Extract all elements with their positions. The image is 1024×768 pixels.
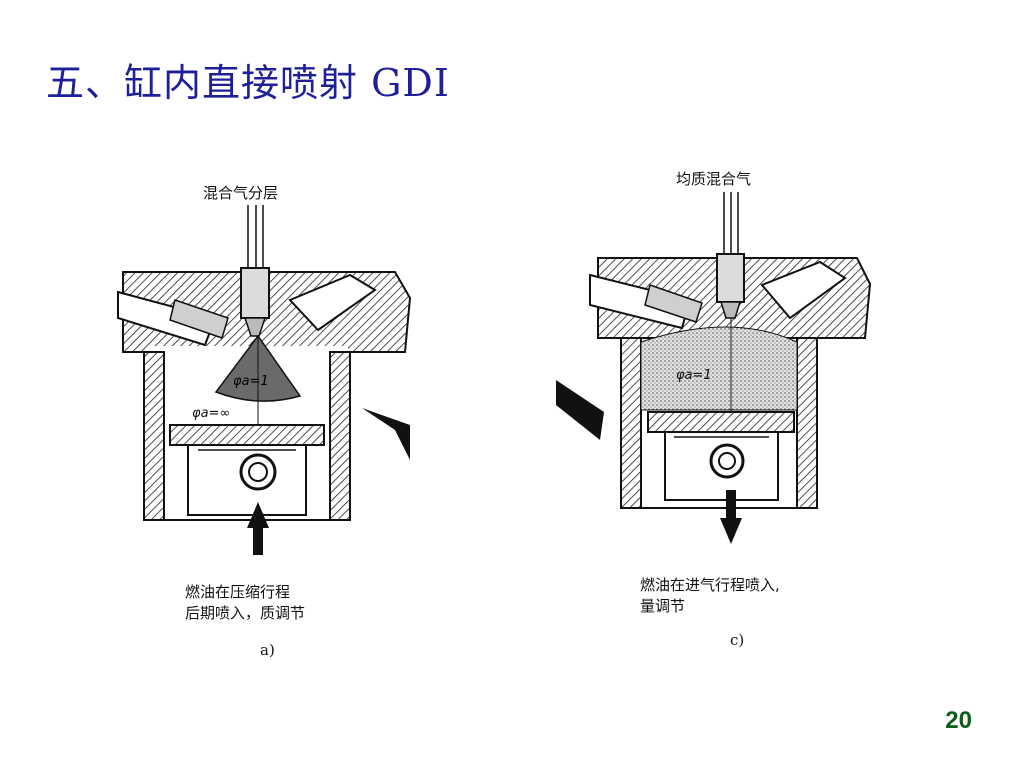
figure-c-diagram	[556, 192, 872, 544]
figure-c-lambda: φa=1	[676, 368, 712, 383]
figure-c-top-label: 均质混合气	[676, 170, 752, 188]
page-number: 20	[945, 707, 972, 734]
figure-a-top-label: 混合气分层	[203, 184, 279, 202]
figure-a-caption-line2: 后期喷入，质调节	[185, 604, 306, 622]
slide-title: 五、缸内直接喷射 GDI	[46, 61, 450, 105]
figure-c-caption-line2: 量调节	[640, 597, 686, 615]
figure-c-sublabel: c)	[730, 631, 745, 649]
figure-c-caption-line1: 燃油在进气行程喷入,	[640, 576, 780, 594]
figure-a-lambda-lean: φa=∞	[192, 406, 231, 421]
figure-a-lambda-rich: φa=1	[233, 374, 269, 389]
figure-a-diagram	[117, 205, 412, 555]
figure-a-sublabel: a)	[260, 641, 275, 659]
figure-a-caption-line1: 燃油在压缩行程	[185, 583, 291, 601]
